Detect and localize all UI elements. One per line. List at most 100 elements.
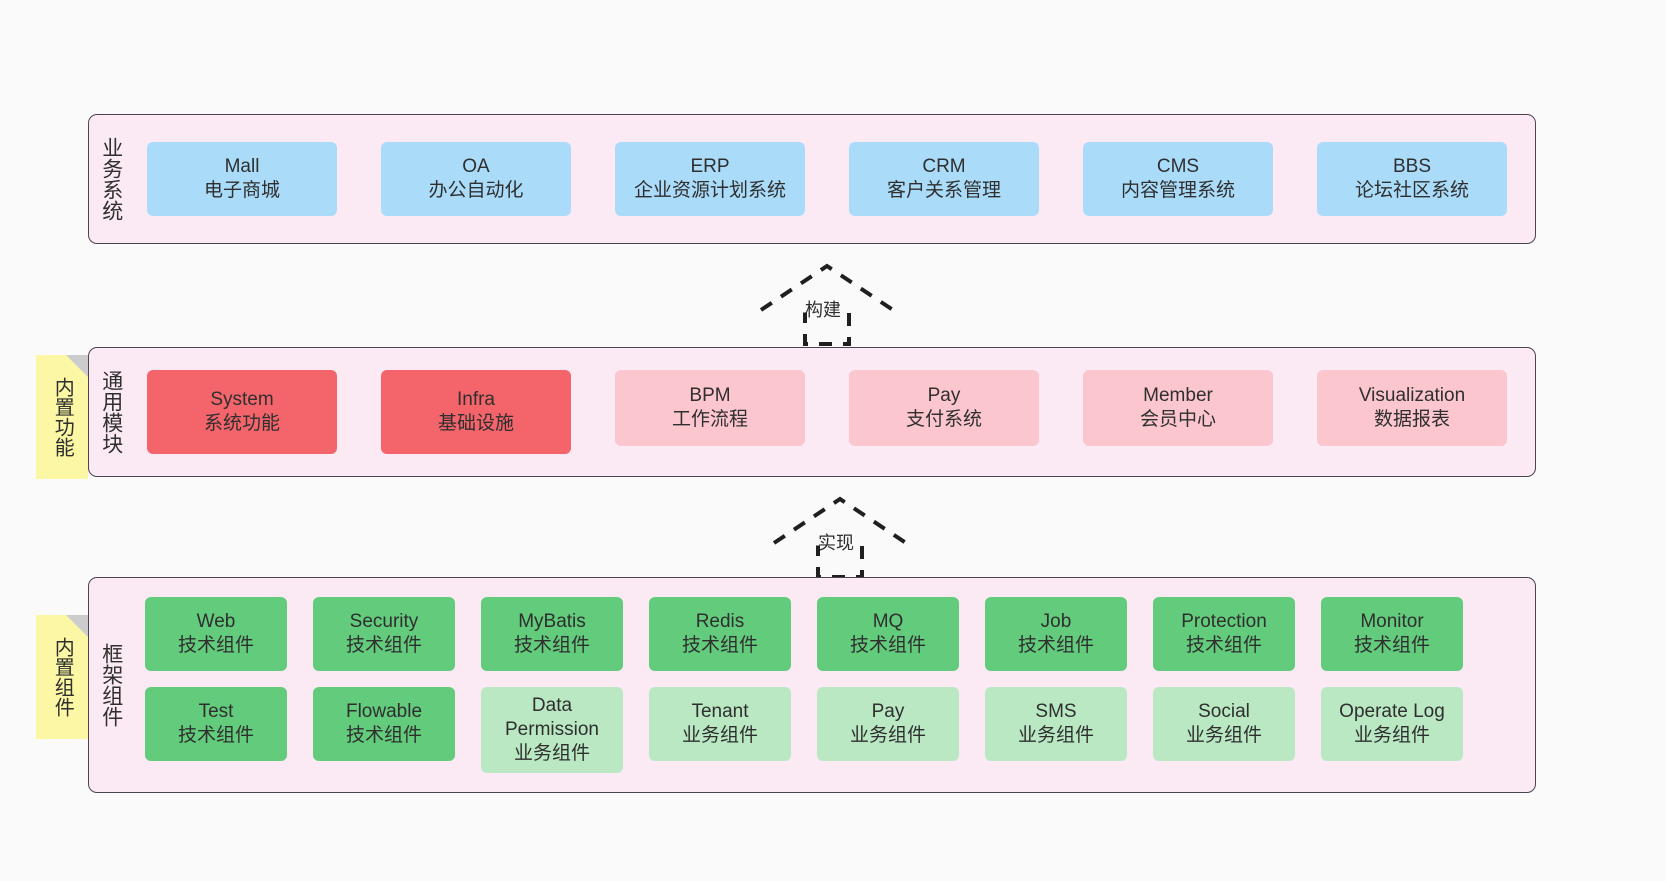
- card-subtitle: 技术组件: [177, 635, 254, 656]
- card-subtitle: 技术组件: [681, 635, 758, 656]
- card-subtitle: 论坛社区系统: [1354, 180, 1469, 201]
- card-mybatis[interactable]: MyBatis 技术组件: [481, 597, 623, 671]
- card-title: Visualization: [1358, 384, 1466, 406]
- layer-title-common-module: 通用模块: [99, 370, 123, 454]
- card-subtitle: 技术组件: [1353, 635, 1430, 656]
- card-mq[interactable]: MQ 技术组件: [817, 597, 959, 671]
- card-row: Mall 电子商城 OA 办公自动化 ERP 企业资源计划系统 CRM 客户关系…: [147, 142, 1521, 216]
- card-infra[interactable]: Infra 基础设施: [381, 370, 571, 454]
- card-title: Monitor: [1360, 610, 1424, 632]
- card-flowable[interactable]: Flowable 技术组件: [313, 687, 455, 761]
- card-title: Flowable: [345, 700, 423, 722]
- card-bbs[interactable]: BBS 论坛社区系统: [1317, 142, 1507, 216]
- card-cms[interactable]: CMS 内容管理系统: [1083, 142, 1273, 216]
- card-subtitle: 企业资源计划系统: [633, 180, 786, 201]
- card-mall[interactable]: Mall 电子商城: [147, 142, 337, 216]
- connector-build-arrow: [759, 263, 895, 346]
- layer-title-framework-component: 框架组件: [99, 643, 123, 727]
- card-web[interactable]: Web 技术组件: [145, 597, 287, 671]
- card-subtitle: 技术组件: [849, 635, 926, 656]
- card-title: Redis: [695, 610, 745, 632]
- card-title: Job: [1040, 610, 1072, 632]
- card-social[interactable]: Social 业务组件: [1153, 687, 1295, 761]
- card-title: Social: [1198, 700, 1250, 722]
- card-subtitle: 业务组件: [1185, 725, 1262, 746]
- card-subtitle: 技术组件: [1185, 635, 1262, 656]
- card-subtitle: 支付系统: [905, 409, 982, 430]
- layer-framework-component: 框架组件 Web 技术组件 Security 技术组件 MyBatis 技术组件…: [88, 577, 1536, 793]
- card-row: System 系统功能 Infra 基础设施 BPM 工作流程 Pay 支付系统…: [147, 370, 1521, 454]
- card-security[interactable]: Security 技术组件: [313, 597, 455, 671]
- note-label: 内置功能: [51, 377, 74, 457]
- layer-title-business-system: 业务系统: [99, 137, 123, 221]
- card-subtitle: 业务组件: [849, 725, 926, 746]
- card-bpm[interactable]: BPM 工作流程: [615, 370, 805, 446]
- card-subtitle: 业务组件: [681, 725, 758, 746]
- card-title: Security: [349, 610, 419, 632]
- card-title: Pay: [871, 700, 905, 722]
- card-subtitle: 内容管理系统: [1120, 180, 1235, 201]
- card-subtitle: 办公自动化: [428, 180, 524, 201]
- card-tenant[interactable]: Tenant 业务组件: [649, 687, 791, 761]
- card-row: Web 技术组件 Security 技术组件 MyBatis 技术组件 Redi…: [145, 597, 1523, 671]
- card-title: BPM: [689, 384, 731, 406]
- card-title: ERP: [690, 155, 730, 177]
- card-protection[interactable]: Protection 技术组件: [1153, 597, 1295, 671]
- card-subtitle: 业务组件: [1017, 725, 1094, 746]
- card-title: Operate Log: [1339, 700, 1445, 722]
- card-title: Data Permission: [505, 694, 599, 740]
- connector-build: 构建: [757, 262, 897, 346]
- layer-common-module: 通用模块 System 系统功能 Infra 基础设施 BPM 工作流程 Pay…: [88, 347, 1536, 477]
- card-title: MyBatis: [518, 610, 586, 632]
- card-redis[interactable]: Redis 技术组件: [649, 597, 791, 671]
- card-sms[interactable]: SMS 业务组件: [985, 687, 1127, 761]
- card-crm[interactable]: CRM 客户关系管理: [849, 142, 1039, 216]
- card-subtitle: 数据报表: [1373, 409, 1450, 430]
- card-title: Protection: [1181, 610, 1267, 632]
- card-subtitle: 技术组件: [1017, 635, 1094, 656]
- card-title: CMS: [1156, 155, 1200, 177]
- card-title: Web: [196, 610, 236, 632]
- card-title: SMS: [1035, 700, 1077, 722]
- card-row: Test 技术组件 Flowable 技术组件 Data Permission …: [145, 687, 1523, 773]
- card-erp[interactable]: ERP 企业资源计划系统: [615, 142, 805, 216]
- card-subtitle: 技术组件: [513, 635, 590, 656]
- card-title: Tenant: [691, 700, 749, 722]
- card-subtitle: 技术组件: [345, 725, 422, 746]
- card-title: Pay: [927, 384, 961, 406]
- card-title: MQ: [872, 610, 904, 632]
- card-pay-business[interactable]: Pay 业务组件: [817, 687, 959, 761]
- card-subtitle: 系统功能: [203, 413, 280, 434]
- card-operate-log[interactable]: Operate Log 业务组件: [1321, 687, 1463, 761]
- card-title: System: [210, 388, 274, 410]
- card-test[interactable]: Test 技术组件: [145, 687, 287, 761]
- card-visualization[interactable]: Visualization 数据报表: [1317, 370, 1507, 446]
- note-fold-icon: [66, 615, 88, 637]
- card-data-permission[interactable]: Data Permission 业务组件: [481, 687, 623, 773]
- connector-build-label: 构建: [805, 300, 841, 320]
- card-subtitle: 客户关系管理: [886, 180, 1001, 201]
- card-subtitle: 技术组件: [345, 635, 422, 656]
- card-subtitle: 技术组件: [177, 725, 254, 746]
- note-label: 内置组件: [51, 637, 74, 717]
- card-title: Test: [198, 700, 234, 722]
- card-title: Infra: [456, 388, 496, 410]
- card-subtitle: 业务组件: [513, 743, 590, 765]
- layer-business-system: 业务系统 Mall 电子商城 OA 办公自动化 ERP 企业资源计划系统 CRM…: [88, 114, 1536, 244]
- card-oa[interactable]: OA 办公自动化: [381, 142, 571, 216]
- card-subtitle: 基础设施: [437, 413, 514, 434]
- card-monitor[interactable]: Monitor 技术组件: [1321, 597, 1463, 671]
- card-job[interactable]: Job 技术组件: [985, 597, 1127, 671]
- card-pay[interactable]: Pay 支付系统: [849, 370, 1039, 446]
- card-title: OA: [462, 155, 490, 177]
- card-member[interactable]: Member 会员中心: [1083, 370, 1273, 446]
- card-subtitle: 会员中心: [1139, 409, 1216, 430]
- note-builtin-component: 内置组件: [36, 615, 88, 739]
- card-subtitle: 工作流程: [671, 409, 748, 430]
- connector-implement-label: 实现: [818, 533, 854, 553]
- card-title: Member: [1143, 384, 1213, 406]
- card-title: Mall: [224, 155, 260, 177]
- card-title: BBS: [1392, 155, 1432, 177]
- card-system[interactable]: System 系统功能: [147, 370, 337, 454]
